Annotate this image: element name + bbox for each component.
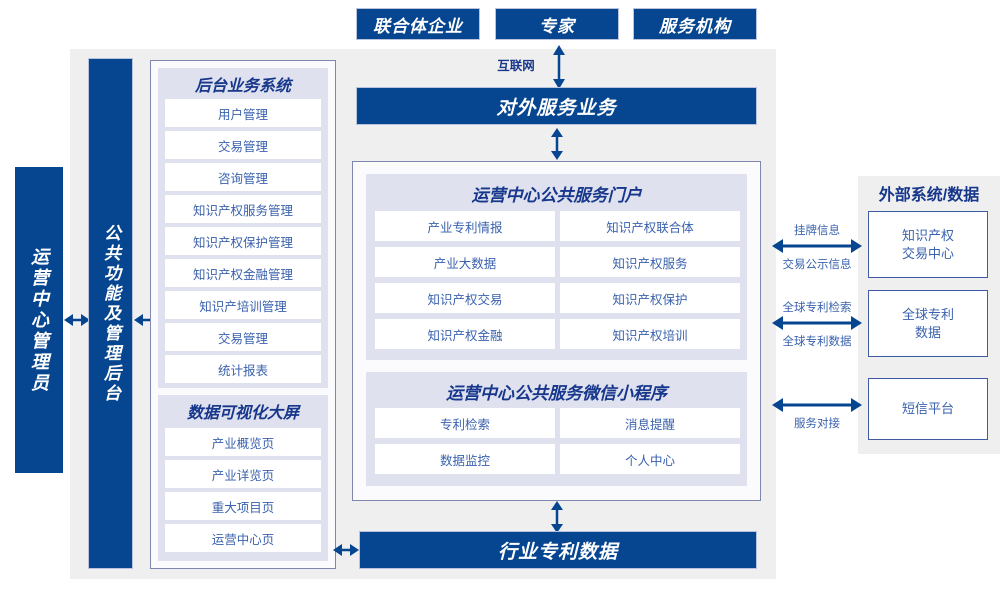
backend-item-0[interactable]: 用户管理	[165, 99, 321, 127]
backend-business-system-title: 后台业务系统	[194, 78, 291, 95]
external-service-bar[interactable]: 对外服务业务	[356, 87, 757, 125]
dataviz-item-0[interactable]: 产业概览页	[165, 428, 321, 456]
portal-item-0[interactable]: 产业专利情报	[375, 211, 555, 241]
external-connector-label-0-above: 挂牌信息	[794, 225, 840, 237]
external-system-sms-platform[interactable]: 短信平台	[868, 378, 988, 440]
external-system-global-patent[interactable]: 全球专利 数据	[868, 290, 988, 357]
operation-center-admin-label: 运营中心管理员	[29, 246, 49, 394]
miniprogram-item-3[interactable]: 个人中心	[560, 444, 740, 474]
dataviz-item-2[interactable]: 重大项目页	[165, 492, 321, 520]
backend-item-7[interactable]: 交易管理	[165, 323, 321, 351]
portal-item-1[interactable]: 知识产权联合体	[560, 211, 740, 241]
actor-label: 服务机构	[659, 16, 731, 36]
external-system-ip-exchange[interactable]: 知识产权 交易中心	[868, 211, 988, 278]
portal-item-7[interactable]: 知识产权培训	[560, 319, 740, 349]
operation-center-admin-box[interactable]: 运营中心管理员	[15, 167, 63, 473]
dataviz-item-1[interactable]: 产业详览页	[165, 460, 321, 488]
external-systems-title: 外部系统/数据	[878, 187, 980, 204]
wechat-miniprogram-title: 运营中心公共服务微信小程序	[446, 383, 667, 403]
internet-arrow	[553, 45, 565, 89]
external-connector-label-1-below: 全球专利数据	[782, 336, 852, 348]
miniprogram-item-2[interactable]: 数据监控	[375, 444, 555, 474]
external-connector-label-1-above: 全球专利检索	[782, 302, 852, 314]
external-service-bar-label: 对外服务业务	[496, 97, 617, 119]
external-system-line1: 知识产权	[901, 227, 954, 243]
miniprogram-item-0[interactable]: 专利检索	[375, 408, 555, 438]
internet-label: 互联网	[497, 58, 535, 73]
public-service-portal-title: 运营中心公共服务门户	[471, 185, 642, 205]
backend-item-2[interactable]: 咨询管理	[165, 163, 321, 191]
external-connector-label-2-below: 服务对接	[794, 418, 840, 430]
backend-item-8[interactable]: 统计报表	[165, 355, 321, 383]
actor-box-service-org[interactable]: 服务机构	[633, 8, 757, 40]
industry-patent-data-label: 行业专利数据	[497, 541, 618, 563]
portal-item-3[interactable]: 知识产权服务	[560, 247, 740, 277]
actor-label: 专家	[539, 16, 575, 36]
external-connector-arrow-0	[772, 239, 862, 253]
external-connector-arrow-2	[772, 398, 862, 412]
backend-item-6[interactable]: 知识产培训管理	[165, 291, 321, 319]
admin-to-backend-arrow	[64, 314, 90, 326]
external-system-line1: 短信平台	[901, 401, 954, 417]
miniprogram-item-1[interactable]: 消息提醒	[560, 408, 740, 438]
industry-patent-data-bar[interactable]: 行业专利数据	[359, 531, 757, 569]
backend-item-4[interactable]: 知识产权保护管理	[165, 227, 321, 255]
portal-item-2[interactable]: 产业大数据	[375, 247, 555, 277]
backend-item-1[interactable]: 交易管理	[165, 131, 321, 159]
service-to-portal-arrow	[551, 128, 563, 160]
actor-box-expert[interactable]: 专家	[495, 8, 619, 40]
external-system-line2: 交易中心	[901, 245, 954, 261]
public-function-admin-backend-box[interactable]: 公共功能及管理后台	[88, 58, 133, 569]
dataviz-item-3[interactable]: 运营中心页	[165, 524, 321, 552]
portal-to-data-arrow	[551, 501, 563, 533]
portal-item-4[interactable]: 知识产权交易	[375, 283, 555, 313]
admin-backend-label: 公共功能及管理后台	[101, 223, 120, 404]
actor-box-consortium[interactable]: 联合体企业	[356, 8, 480, 40]
external-connector-arrow-1	[772, 316, 862, 330]
actor-label: 联合体企业	[373, 16, 463, 36]
data-visualization-title: 数据可视化大屏	[186, 405, 299, 422]
external-system-line1: 全球专利	[901, 306, 954, 322]
portal-item-5[interactable]: 知识产权保护	[560, 283, 740, 313]
external-system-line2: 数据	[914, 324, 941, 340]
backend-item-5[interactable]: 知识产权金融管理	[165, 259, 321, 287]
backend-item-3[interactable]: 知识产权服务管理	[165, 195, 321, 223]
portal-item-6[interactable]: 知识产权金融	[375, 319, 555, 349]
dataviz-to-industry-arrow	[333, 544, 359, 556]
external-connector-label-0-below: 交易公示信息	[782, 259, 852, 271]
